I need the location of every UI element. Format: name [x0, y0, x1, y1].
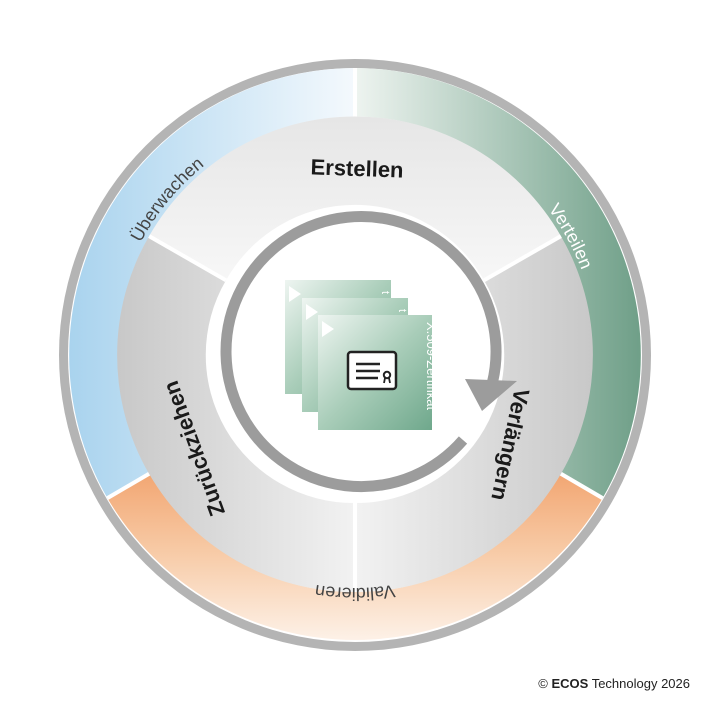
- outer-segment-ueberwachen: [69, 68, 356, 499]
- certificate-stack: t t X.509-Zertifikat: [285, 280, 439, 430]
- inner-segment-zurueckziehen: [117, 236, 355, 593]
- copyright-notice: © ECOS Technology 2026: [538, 676, 690, 691]
- copyright-rest: Technology 2026: [591, 676, 690, 691]
- label-erstellen: Erstellen: [310, 154, 404, 182]
- certificate-label: X.509-Zertifikat: [424, 322, 439, 411]
- certificate-icon: [346, 350, 398, 391]
- inner-separator-left: [148, 234, 227, 283]
- outer-separator-right: [559, 471, 604, 500]
- copyright-symbol: ©: [538, 676, 548, 691]
- outer-segment-validieren: [107, 473, 603, 640]
- inner-separator-right: [483, 234, 562, 283]
- inner-segment-erstellen: [149, 116, 561, 281]
- outer-segment-verteilen: [355, 68, 641, 499]
- outer-separator-left: [106, 471, 151, 500]
- middle-card-letter: t: [396, 309, 408, 312]
- cycle-arrow-head: [465, 379, 517, 411]
- back-card-letter: t: [379, 291, 391, 294]
- cycle-arrow: [220, 211, 502, 493]
- label-validieren: Validieren: [314, 581, 397, 604]
- inner-segment-verlaengern: [355, 236, 593, 593]
- brand-name: ECOS: [551, 676, 589, 691]
- certificate-card-front: X.509-Zertifikat: [318, 315, 439, 430]
